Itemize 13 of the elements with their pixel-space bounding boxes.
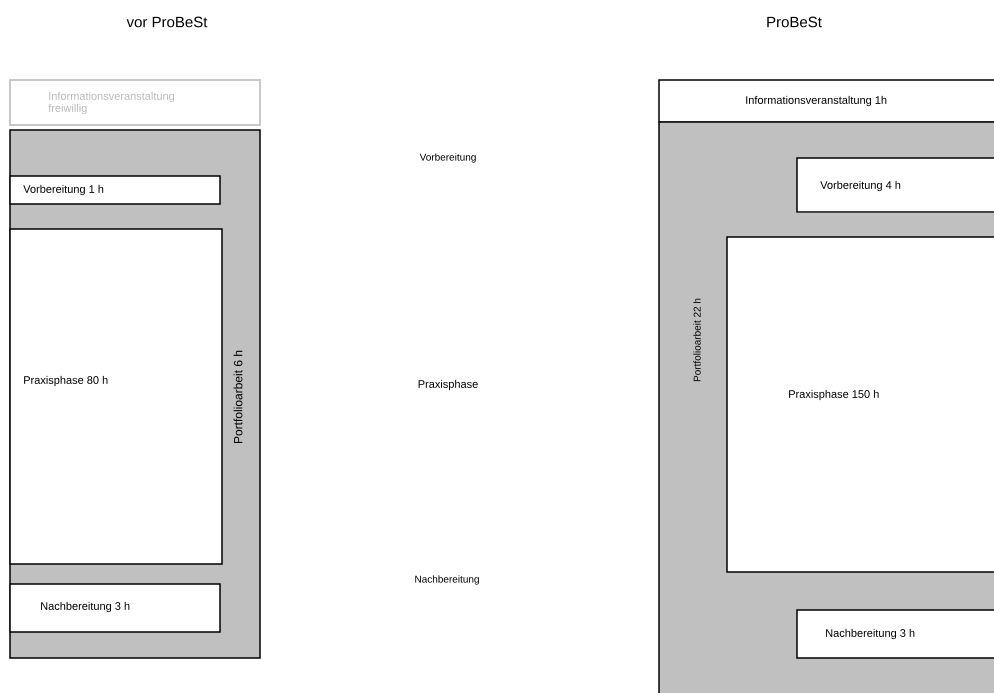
phase-box: Vorbereitung 1 h: [9, 175, 221, 205]
phase-label: Praxisphase: [418, 380, 478, 390]
phase-box: Nachbereitung 3 h: [796, 609, 994, 659]
phase-box: Praxisphase 150 h: [726, 236, 994, 573]
column-heading: ProBeSt: [767, 16, 822, 28]
column-heading: vor ProBeSt: [126, 16, 208, 28]
info-box: Informationsveranstaltung 1h: [658, 79, 994, 123]
info-box: Informationsveranstaltung freiwillig: [9, 79, 261, 126]
phase-label: Nachbereitung: [415, 575, 479, 585]
phase-box: Nachbereitung 3 h: [9, 583, 221, 633]
phase-label: Vorbereitung: [420, 153, 476, 163]
phase-box: Vorbereitung 4 h: [796, 157, 994, 213]
phase-box: Praxisphase 80 h: [9, 228, 223, 565]
